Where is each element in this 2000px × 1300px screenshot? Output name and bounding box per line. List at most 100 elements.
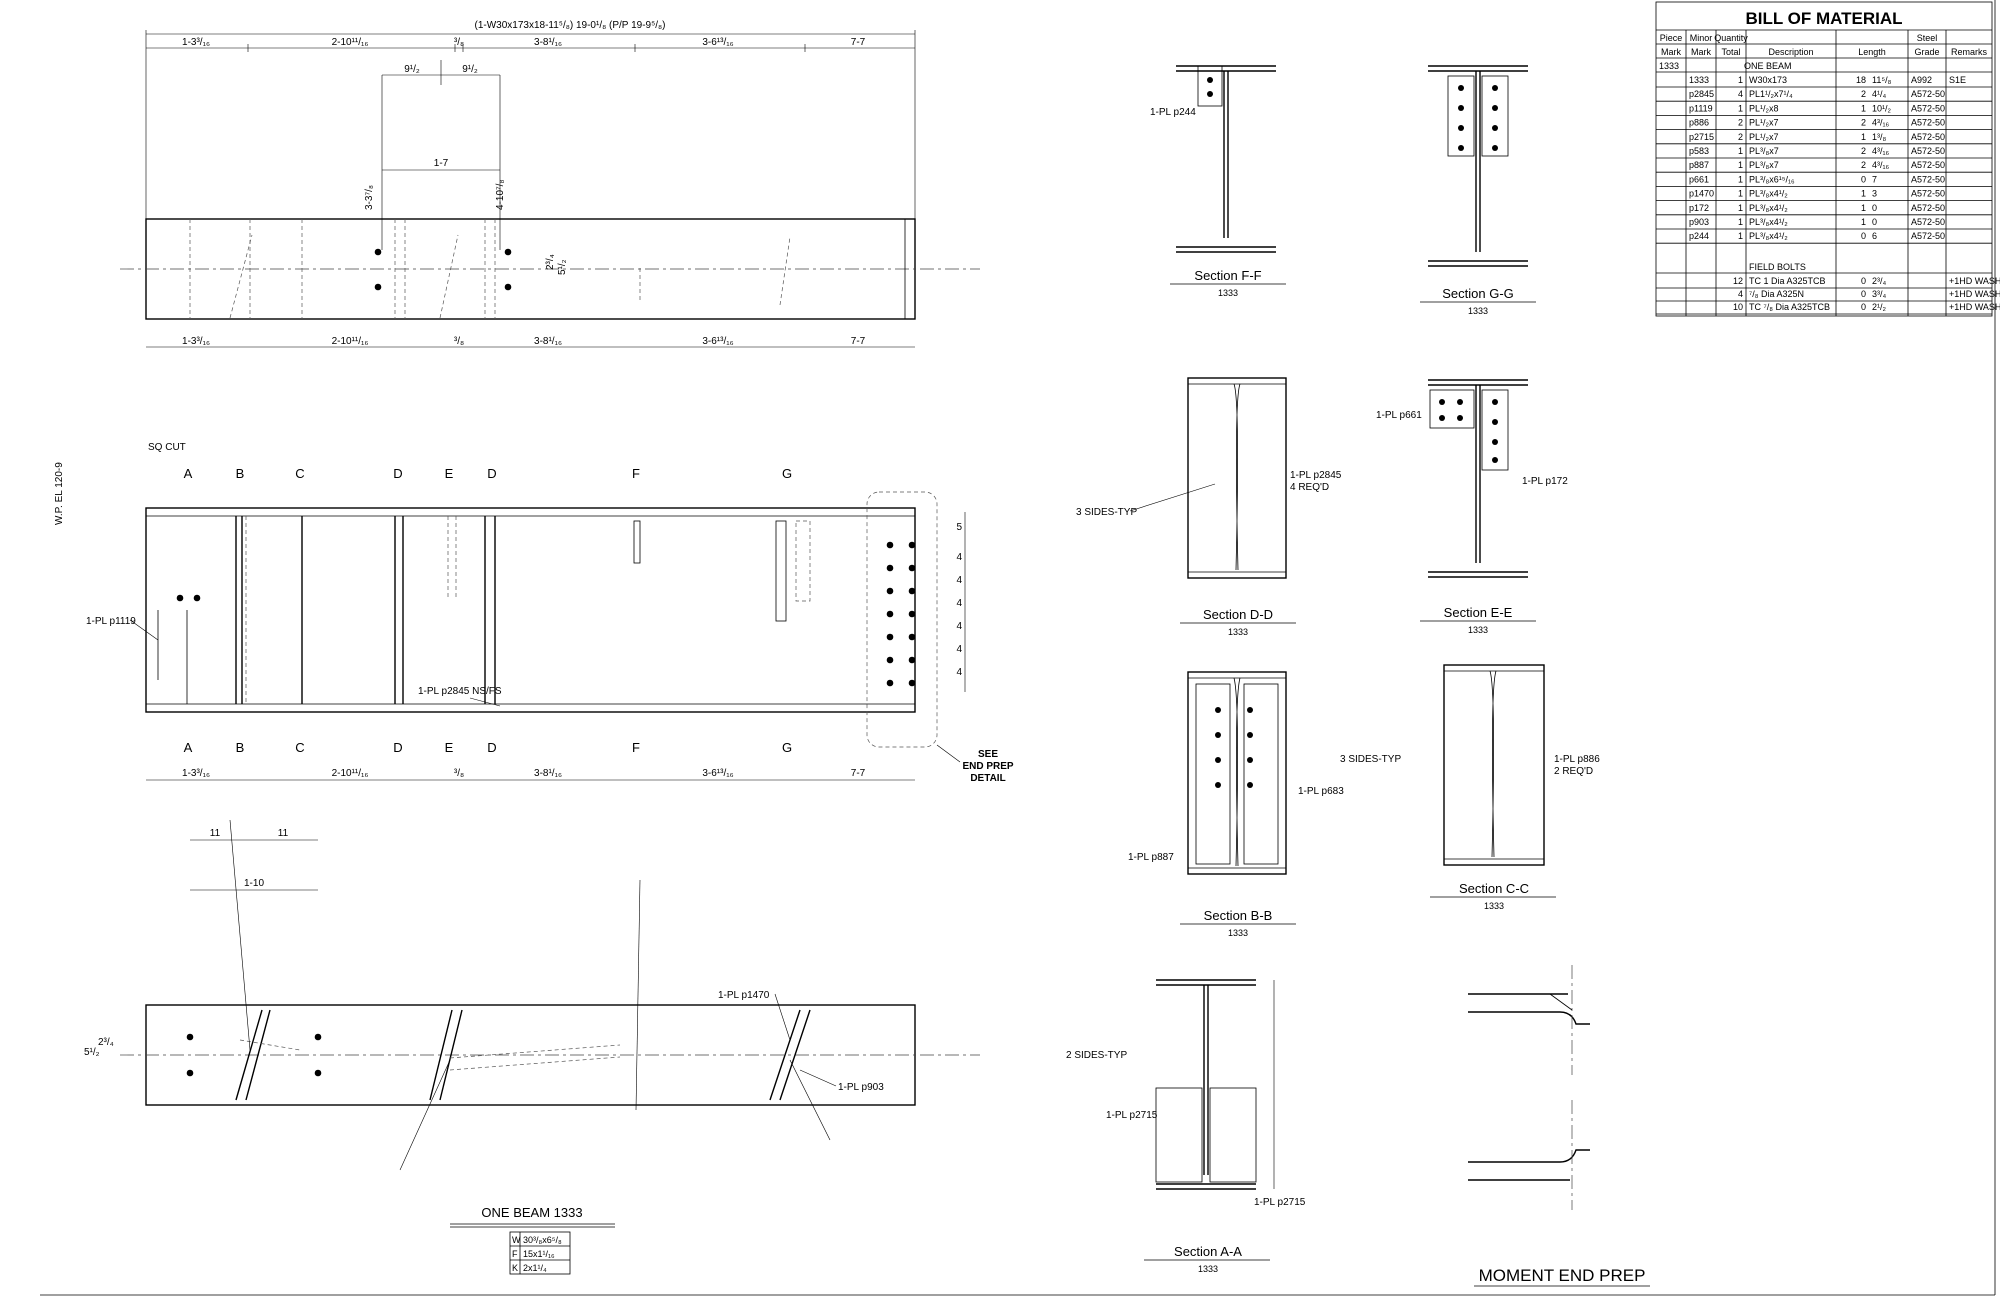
- bom-row-desc: PL³/₈x4¹/₂: [1749, 217, 1788, 227]
- section-letter-d2-bottom: D: [487, 740, 496, 755]
- bom-bolt-desc: ⁷/₈ Dia A325N: [1749, 289, 1804, 299]
- bb-note1: 1-PL p683: [1298, 786, 1344, 797]
- prop-w-key: W: [512, 1235, 521, 1245]
- bom-h2-3: Description: [1768, 47, 1813, 57]
- bom-field-bolts: FIELD BOLTS: [1749, 262, 1806, 272]
- svg-text:2³/₄: 2³/₄: [545, 254, 556, 270]
- bom-row-minor: p886: [1689, 118, 1709, 128]
- bom-bolt-in: 2¹/₂: [1872, 302, 1887, 312]
- bom-row-grade: A572-50: [1911, 146, 1945, 156]
- bom-row-minor: p172: [1689, 203, 1709, 213]
- bom-row-qty: 1: [1738, 231, 1743, 241]
- bom-row-in: 10¹/₂: [1872, 103, 1892, 113]
- bom-row-qty: 2: [1738, 132, 1743, 142]
- svg-text:2³/₄: 2³/₄: [98, 1037, 114, 1048]
- bot-dim-2: 2-10¹¹/₁₆: [332, 768, 369, 779]
- dd-mark: 1333: [1228, 627, 1248, 637]
- mid-dim-2: 2-10¹¹/₁₆: [332, 336, 369, 347]
- top-dim-6: 7-7: [851, 37, 866, 48]
- bom-row-grade: A572-50: [1911, 160, 1945, 170]
- bom-row-desc: PL³/₈x4¹/₂: [1749, 189, 1788, 199]
- bom-h2-2: Total: [1721, 47, 1740, 57]
- cc-mark: 1333: [1484, 901, 1504, 911]
- svg-text:4: 4: [956, 644, 962, 655]
- end-prep-callout: [866, 491, 938, 748]
- bot-dim-4: 3-8¹/₁₆: [534, 768, 562, 779]
- bom-row-grade: A572-50: [1911, 132, 1945, 142]
- bom-row-grade: A572-50: [1911, 103, 1945, 113]
- aa-title: Section A-A: [1174, 1244, 1242, 1259]
- end-bolt-group: [886, 541, 916, 687]
- bom-row-desc: PL³/₈x7: [1749, 160, 1779, 170]
- bom-row-minor: p2845: [1689, 89, 1714, 99]
- section-aa: 2 SIDES-TYP 1-PL p2715 1-PL p2715 Sectio…: [1066, 979, 1306, 1274]
- gg-title: Section G-G: [1442, 286, 1514, 301]
- section-letter-g-top: G: [782, 466, 792, 481]
- bom-bolt-desc: TC ⁷/₈ Dia A325TCB: [1749, 302, 1830, 312]
- svg-text:4: 4: [956, 575, 962, 586]
- svg-text:5¹/₂: 5¹/₂: [557, 259, 568, 275]
- bom-row-minor: p887: [1689, 160, 1709, 170]
- bom-row-ft: 2: [1861, 118, 1866, 128]
- bom-row-desc: PL³/₈x7: [1749, 146, 1779, 156]
- sq-cut-note: SQ CUT: [148, 442, 186, 453]
- bom-row-in: 4³/₁₆: [1872, 118, 1890, 128]
- cc-title: Section C-C: [1459, 881, 1529, 896]
- dd-note2: 4 REQ'D: [1290, 482, 1329, 493]
- bom-row-ft: 1: [1861, 203, 1866, 213]
- bom-row-minor: p1119: [1689, 103, 1713, 113]
- top-dim-2: 2-10¹¹/₁₆: [332, 37, 369, 48]
- bom-row-minor: p2715: [1689, 132, 1714, 142]
- aa-note2: 1-PL p2715: [1254, 1197, 1306, 1208]
- bom-column-lines: [1685, 30, 1947, 316]
- bom-row-minor: p661: [1689, 174, 1709, 184]
- cc-note1: 1-PL p886: [1554, 754, 1600, 765]
- bom-bolt-remarks: +1HD WASH: [1949, 302, 2000, 312]
- bom-row-in: 11⁵/₈: [1872, 75, 1892, 85]
- section-letter-a-bottom: A: [184, 740, 193, 755]
- bom-row-ft: 0: [1861, 231, 1866, 241]
- bom-row-in: 7: [1872, 174, 1877, 184]
- bom-bolt-in: 2³/₄: [1872, 276, 1887, 286]
- bom-row-minor: p903: [1689, 217, 1709, 227]
- bom-row-grade: A572-50: [1911, 231, 1945, 241]
- svg-text:11: 11: [210, 828, 221, 839]
- bom-h1-0: Piece: [1660, 33, 1683, 43]
- svg-text:4: 4: [956, 598, 962, 609]
- bom-row-minor: p1470: [1689, 189, 1714, 199]
- section-letter-d-top: D: [393, 466, 402, 481]
- ff-title: Section F-F: [1194, 268, 1261, 283]
- bill-of-material: BILL OF MATERIAL Piece Minor Quantity St…: [1655, 1, 2000, 317]
- bom-row-ft: 1: [1861, 132, 1866, 142]
- ee-note1: 1-PL p661: [1376, 410, 1422, 421]
- bom-row-grade: A992: [1911, 75, 1932, 85]
- top-dim-ticks: [145, 30, 916, 220]
- bom-row-qty: 1: [1738, 160, 1743, 170]
- bom-bolt-ft: 0: [1861, 289, 1866, 299]
- bot-dim-1: 1-3³/₁₆: [182, 768, 210, 779]
- svg-text:4: 4: [956, 621, 962, 632]
- pl-p1119-note: 1-PL p1119: [86, 616, 136, 627]
- section-letter-f-bottom: F: [632, 740, 640, 755]
- bom-h2-4: Length: [1858, 47, 1886, 57]
- beam-props-table: W 30³/₈x6⁵/₈ F 15x1¹/₁₆ K 2x1¹/₄: [509, 1231, 571, 1275]
- bom-row-in: 4³/₁₆: [1872, 160, 1890, 170]
- bom-row-minor: p244: [1689, 231, 1709, 241]
- see-note-1: SEE: [978, 749, 998, 760]
- bottom-view: 1-3³/₁₆ 2-10¹¹/₁₆ ³/₈ 3-8¹/₁₆ 3-6¹³/₁₆ 7…: [84, 768, 980, 1275]
- bom-row-in: 0: [1872, 217, 1877, 227]
- bom-row-desc: PL¹/₂x8: [1749, 103, 1779, 113]
- bom-row-in: 6: [1872, 231, 1877, 241]
- bom-bolt-desc: TC 1 Dia A325TCB: [1749, 276, 1826, 286]
- prop-k-key: K: [512, 1263, 518, 1273]
- prop-w-val: 30³/₈x6⁵/₈: [523, 1235, 562, 1245]
- bom-row-qty: 1: [1738, 146, 1743, 156]
- bom-row-desc: PL³/₈x4¹/₂: [1749, 203, 1788, 213]
- section-cc: 1-PL p886 2 REQ'D 3 SIDES-TYP Section C-…: [1340, 664, 1600, 911]
- header-dim: (1-W30x173x18-11⁵/₈) 19-0¹/₈ (P/P 19-9⁵/…: [475, 20, 666, 31]
- section-letter-b-bottom: B: [236, 740, 245, 755]
- bom-row-grade: A572-50: [1911, 118, 1945, 128]
- svg-text:4: 4: [956, 667, 962, 678]
- svg-text:11: 11: [278, 828, 289, 839]
